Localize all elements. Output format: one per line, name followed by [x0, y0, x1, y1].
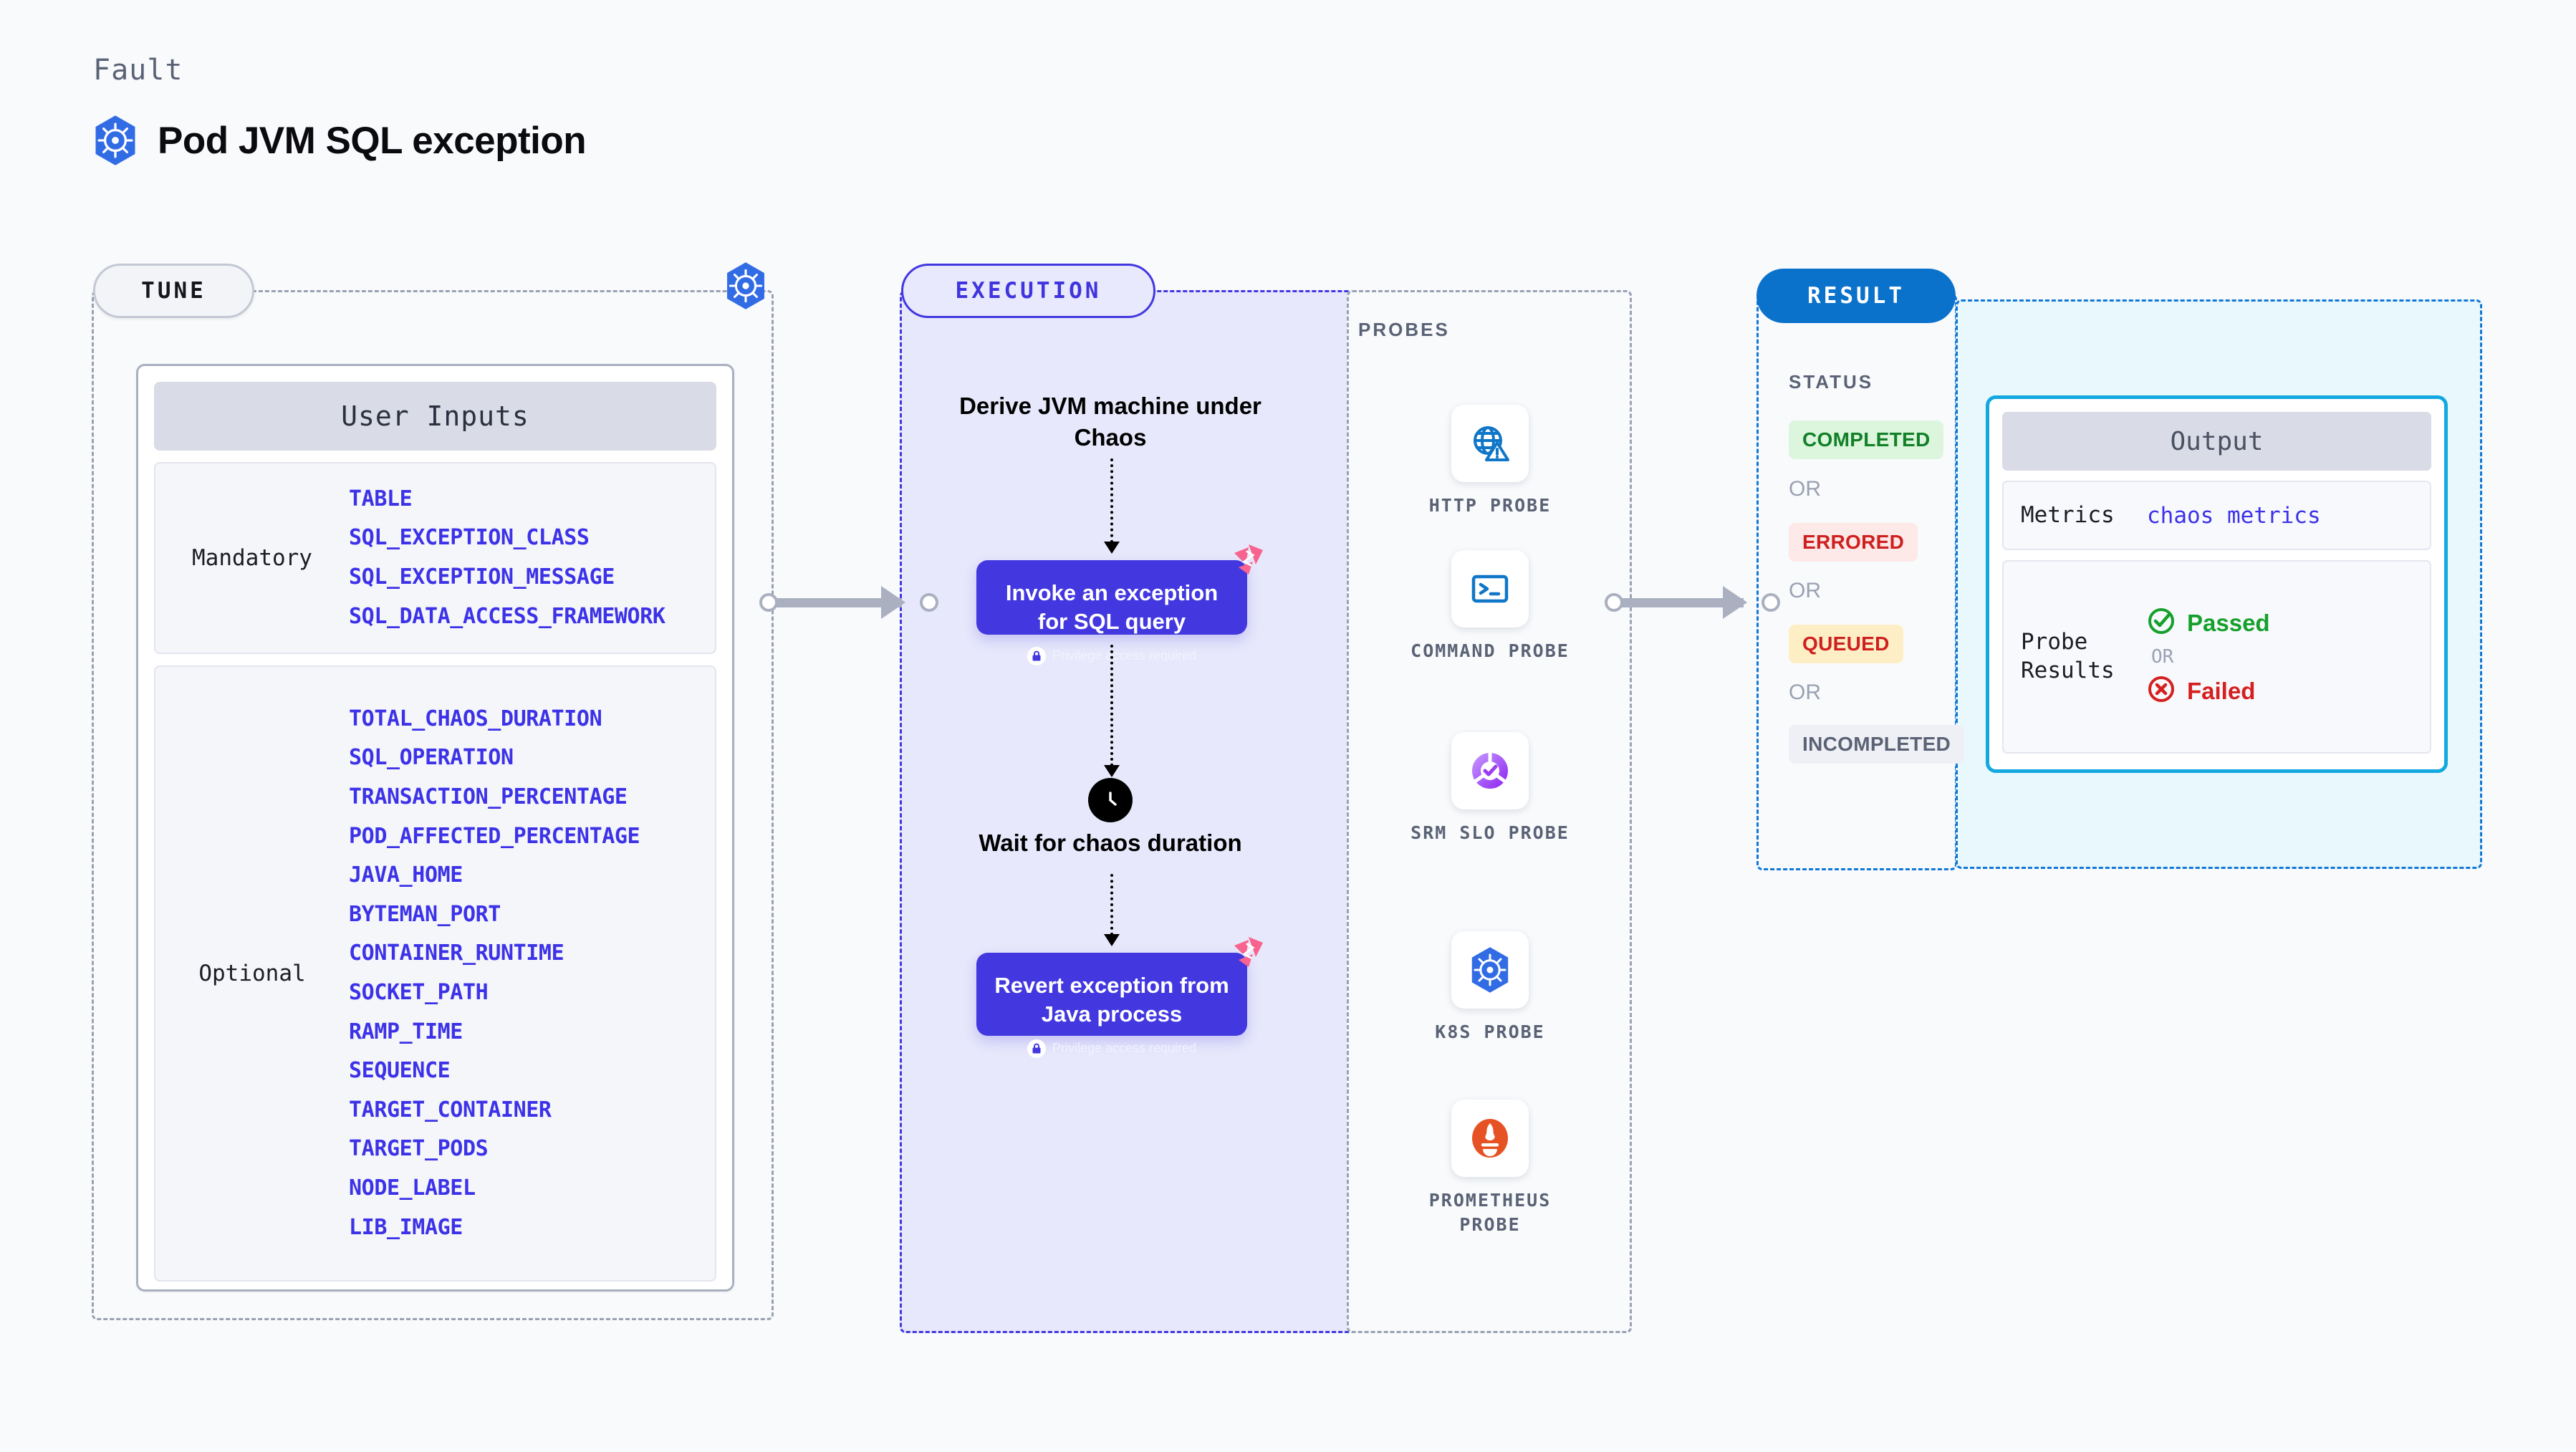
status-title: STATUS: [1789, 371, 1874, 393]
probe-result-failed: Failed: [2147, 675, 2270, 707]
list-item[interactable]: TARGET_CONTAINER: [349, 1097, 552, 1122]
terminal-icon: [1451, 550, 1529, 628]
probe-result-passed: Passed: [2147, 607, 2270, 639]
privilege-note: Privilege access required: [989, 1039, 1234, 1058]
execution-step-4-title: Revert exception from Java process: [994, 973, 1229, 1027]
probe-label: HTTP PROBE: [1428, 495, 1552, 516]
or-separator: OR: [1789, 681, 1821, 704]
execution-step-3-text: Wait for chaos duration: [979, 830, 1242, 856]
execution-step-2-title: Invoke an exception for SQL query: [1005, 580, 1219, 635]
list-item[interactable]: RAMP_TIME: [349, 1019, 463, 1044]
privilege-note-text: Privilege access required: [1052, 1041, 1197, 1056]
result-section-tag[interactable]: RESULT: [1756, 269, 1956, 323]
output-metrics-row: Metrics chaos metrics: [2002, 481, 2431, 550]
list-item[interactable]: SQL_EXCEPTION_MESSAGE: [349, 564, 615, 590]
list-item[interactable]: TARGET_PODS: [349, 1136, 489, 1162]
failed-label: Failed: [2187, 677, 2256, 704]
or-separator: OR: [2151, 646, 2174, 668]
output-title: Output: [2002, 412, 2431, 471]
flow-arrow: [1104, 542, 1120, 554]
mandatory-label: Mandatory: [192, 545, 312, 571]
lock-icon: [1027, 646, 1046, 665]
list-item[interactable]: LIB_IMAGE: [349, 1214, 463, 1240]
list-item[interactable]: CONTAINER_RUNTIME: [349, 941, 564, 966]
lock-icon: [1027, 1039, 1046, 1058]
litmus-chaos-icon: [1231, 936, 1266, 972]
execution-step-1-text: Derive JVM machine under Chaos: [959, 393, 1261, 451]
status-badge: COMPLETED: [1789, 420, 1944, 459]
list-item[interactable]: BYTEMAN_PORT: [349, 901, 501, 927]
flow-connector: [1110, 458, 1113, 543]
probe-k8s[interactable]: K8S PROBE: [1393, 931, 1587, 1044]
passed-label: Passed: [2187, 609, 2270, 636]
list-item[interactable]: TABLE: [349, 486, 413, 511]
metrics-key: Metrics: [2021, 501, 2115, 528]
kubernetes-icon: [1451, 931, 1529, 1009]
probes-title: PROBES: [1358, 319, 1450, 340]
litmus-chaos-icon: [1231, 543, 1266, 580]
list-item[interactable]: JAVA_HOME: [349, 862, 463, 888]
connector-tune-to-execution: [759, 586, 951, 619]
probe-results-key: Probe Results: [2021, 629, 2115, 683]
flow-connector: [1110, 645, 1113, 766]
kubernetes-icon: [92, 115, 139, 166]
or-separator: OR: [1789, 579, 1821, 602]
user-inputs-card: User Inputs Mandatory TABLE SQL_EXCEPTIO…: [136, 364, 734, 1292]
status-badge: QUEUED: [1789, 625, 1903, 663]
slo-check-icon: [1451, 732, 1529, 809]
tune-section-tag[interactable]: TUNE: [93, 264, 254, 318]
status-badge: ERRORED: [1789, 523, 1918, 562]
user-inputs-title: User Inputs: [154, 382, 716, 451]
privilege-note: Privilege access required: [989, 646, 1234, 665]
privilege-note-text: Privilege access required: [1052, 648, 1197, 663]
list-item[interactable]: SOCKET_PATH: [349, 980, 489, 1005]
flow-arrow: [1104, 765, 1120, 777]
probe-http[interactable]: HTTP PROBE: [1393, 405, 1587, 518]
x-circle-icon: [2147, 675, 2176, 707]
list-item[interactable]: SQL_DATA_ACCESS_FRAMEWORK: [349, 603, 665, 629]
list-item[interactable]: SQL_OPERATION: [349, 745, 514, 771]
probe-label: SRM SLO PROBE: [1410, 822, 1570, 843]
prometheus-icon: [1451, 1100, 1529, 1177]
probe-label: K8S PROBE: [1435, 1021, 1545, 1042]
mandatory-items: TABLE SQL_EXCEPTION_CLASS SQL_EXCEPTION_…: [349, 480, 715, 636]
status-badge: INCOMPLETED: [1789, 725, 1965, 764]
optional-label: Optional: [198, 961, 306, 986]
optional-group: Optional TOTAL_CHAOS_DURATION SQL_OPERAT…: [154, 665, 716, 1282]
execution-section-tag[interactable]: EXECUTION: [901, 264, 1155, 318]
flow-arrow: [1104, 934, 1120, 946]
list-item[interactable]: NODE_LABEL: [349, 1175, 476, 1201]
clock-icon: [1088, 778, 1133, 822]
list-item[interactable]: TRANSACTION_PERCENTAGE: [349, 784, 628, 810]
execution-step-2-card[interactable]: Invoke an exception for SQL query Privil…: [976, 544, 1263, 665]
list-item[interactable]: TOTAL_CHAOS_DURATION: [349, 706, 602, 731]
probe-command[interactable]: COMMAND PROBE: [1393, 550, 1587, 663]
metrics-value[interactable]: chaos metrics: [2147, 502, 2321, 529]
fault-kicker: Fault: [93, 54, 183, 87]
page-title: Pod JVM SQL exception: [92, 115, 587, 166]
probe-prometheus[interactable]: PROMETHEUS PROBE: [1393, 1100, 1587, 1237]
output-card: Output Metrics chaos metrics Probe Resul…: [1986, 395, 2448, 773]
kubernetes-icon: [724, 261, 768, 314]
connector-execution-to-result: [1605, 586, 1792, 619]
list-item[interactable]: SQL_EXCEPTION_CLASS: [349, 525, 590, 551]
tune-section-frame: [92, 290, 774, 1320]
globe-warning-icon: [1451, 405, 1529, 482]
output-probe-results-row: Probe Results Passed OR: [2002, 560, 2431, 754]
mandatory-group: Mandatory TABLE SQL_EXCEPTION_CLASS SQL_…: [154, 462, 716, 654]
check-circle-icon: [2147, 607, 2176, 639]
optional-items: TOTAL_CHAOS_DURATION SQL_OPERATION TRANS…: [349, 700, 715, 1247]
flow-connector: [1110, 874, 1113, 936]
probe-label: COMMAND PROBE: [1410, 640, 1570, 661]
list-item[interactable]: SEQUENCE: [349, 1058, 451, 1084]
probe-srm-slo[interactable]: SRM SLO PROBE: [1393, 732, 1587, 845]
probe-results-values: Passed OR Failed: [2147, 607, 2270, 707]
execution-step-4-card[interactable]: Revert exception from Java process Privi…: [976, 937, 1263, 1058]
or-separator: OR: [1789, 477, 1821, 501]
page-title-text: Pod JVM SQL exception: [158, 119, 587, 162]
list-item[interactable]: POD_AFFECTED_PERCENTAGE: [349, 823, 640, 849]
probe-label: PROMETHEUS PROBE: [1428, 1190, 1552, 1235]
